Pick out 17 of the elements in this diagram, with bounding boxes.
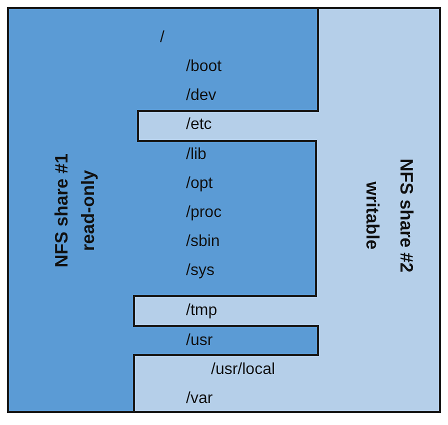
directory-path: /sys — [186, 262, 214, 280]
directory-path: /sbin — [186, 233, 220, 251]
share-mode: writable — [362, 180, 383, 250]
directory-path: /lib — [186, 146, 206, 164]
directory-path: /dev — [186, 87, 216, 105]
directory-path: /etc — [186, 116, 212, 134]
directory-path: /opt — [186, 175, 213, 193]
share-mode: read-only — [78, 169, 99, 251]
directory-path: /proc — [186, 204, 222, 222]
directory-path: / — [160, 29, 164, 47]
share-title: NFS share #2 — [396, 158, 417, 272]
directory-path: /usr — [186, 332, 213, 350]
directory-path: /tmp — [186, 302, 218, 320]
directory-path: /var — [186, 390, 213, 408]
share-title: NFS share #1 — [52, 152, 73, 268]
directory-path: /boot — [186, 58, 222, 76]
directory-path: /usr/local — [211, 361, 276, 379]
